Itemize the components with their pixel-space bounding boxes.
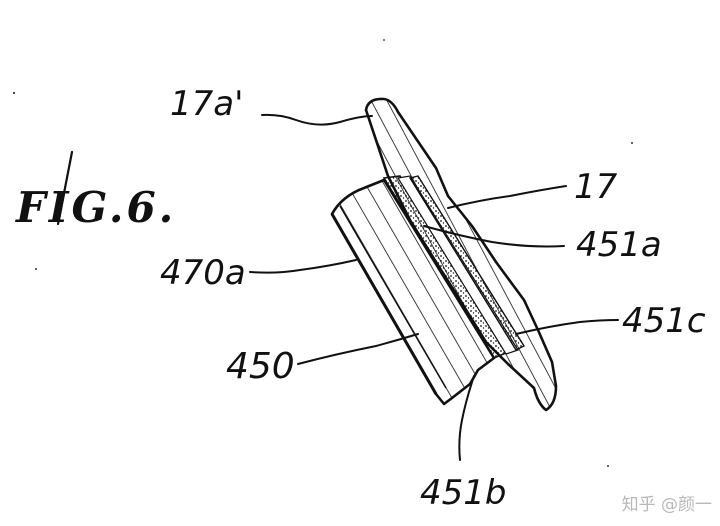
leader-451c (515, 319, 619, 335)
leader-451a (423, 225, 565, 248)
figure-title: FIG.6. (15, 183, 176, 232)
leader-17a-prime (261, 113, 373, 126)
leader-17 (447, 185, 567, 209)
scan-specks (12, 39, 633, 467)
label-451c: 451c (622, 301, 706, 341)
label-17: 17 (574, 167, 618, 207)
leader-450 (297, 333, 419, 365)
label-450: 450 (226, 346, 295, 387)
adhesive-layers-451 (382, 175, 526, 360)
watermark-text: 知乎 @颜一 (622, 495, 712, 515)
leader-470a (249, 259, 357, 274)
lower-member-450 (330, 178, 496, 406)
label-451a: 451a (576, 225, 662, 265)
label-451b: 451b (420, 473, 506, 513)
leader-451b (458, 375, 475, 461)
leader-lines (249, 113, 619, 461)
label-470a: 470a (160, 253, 246, 293)
figure-title-group: FIG.6. (15, 150, 176, 232)
reference-labels: 17a' 17 451a 470a 451c 450 451b (160, 84, 706, 513)
figure-title-stroke (56, 150, 74, 226)
label-17a-prime: 17a' (170, 84, 243, 124)
